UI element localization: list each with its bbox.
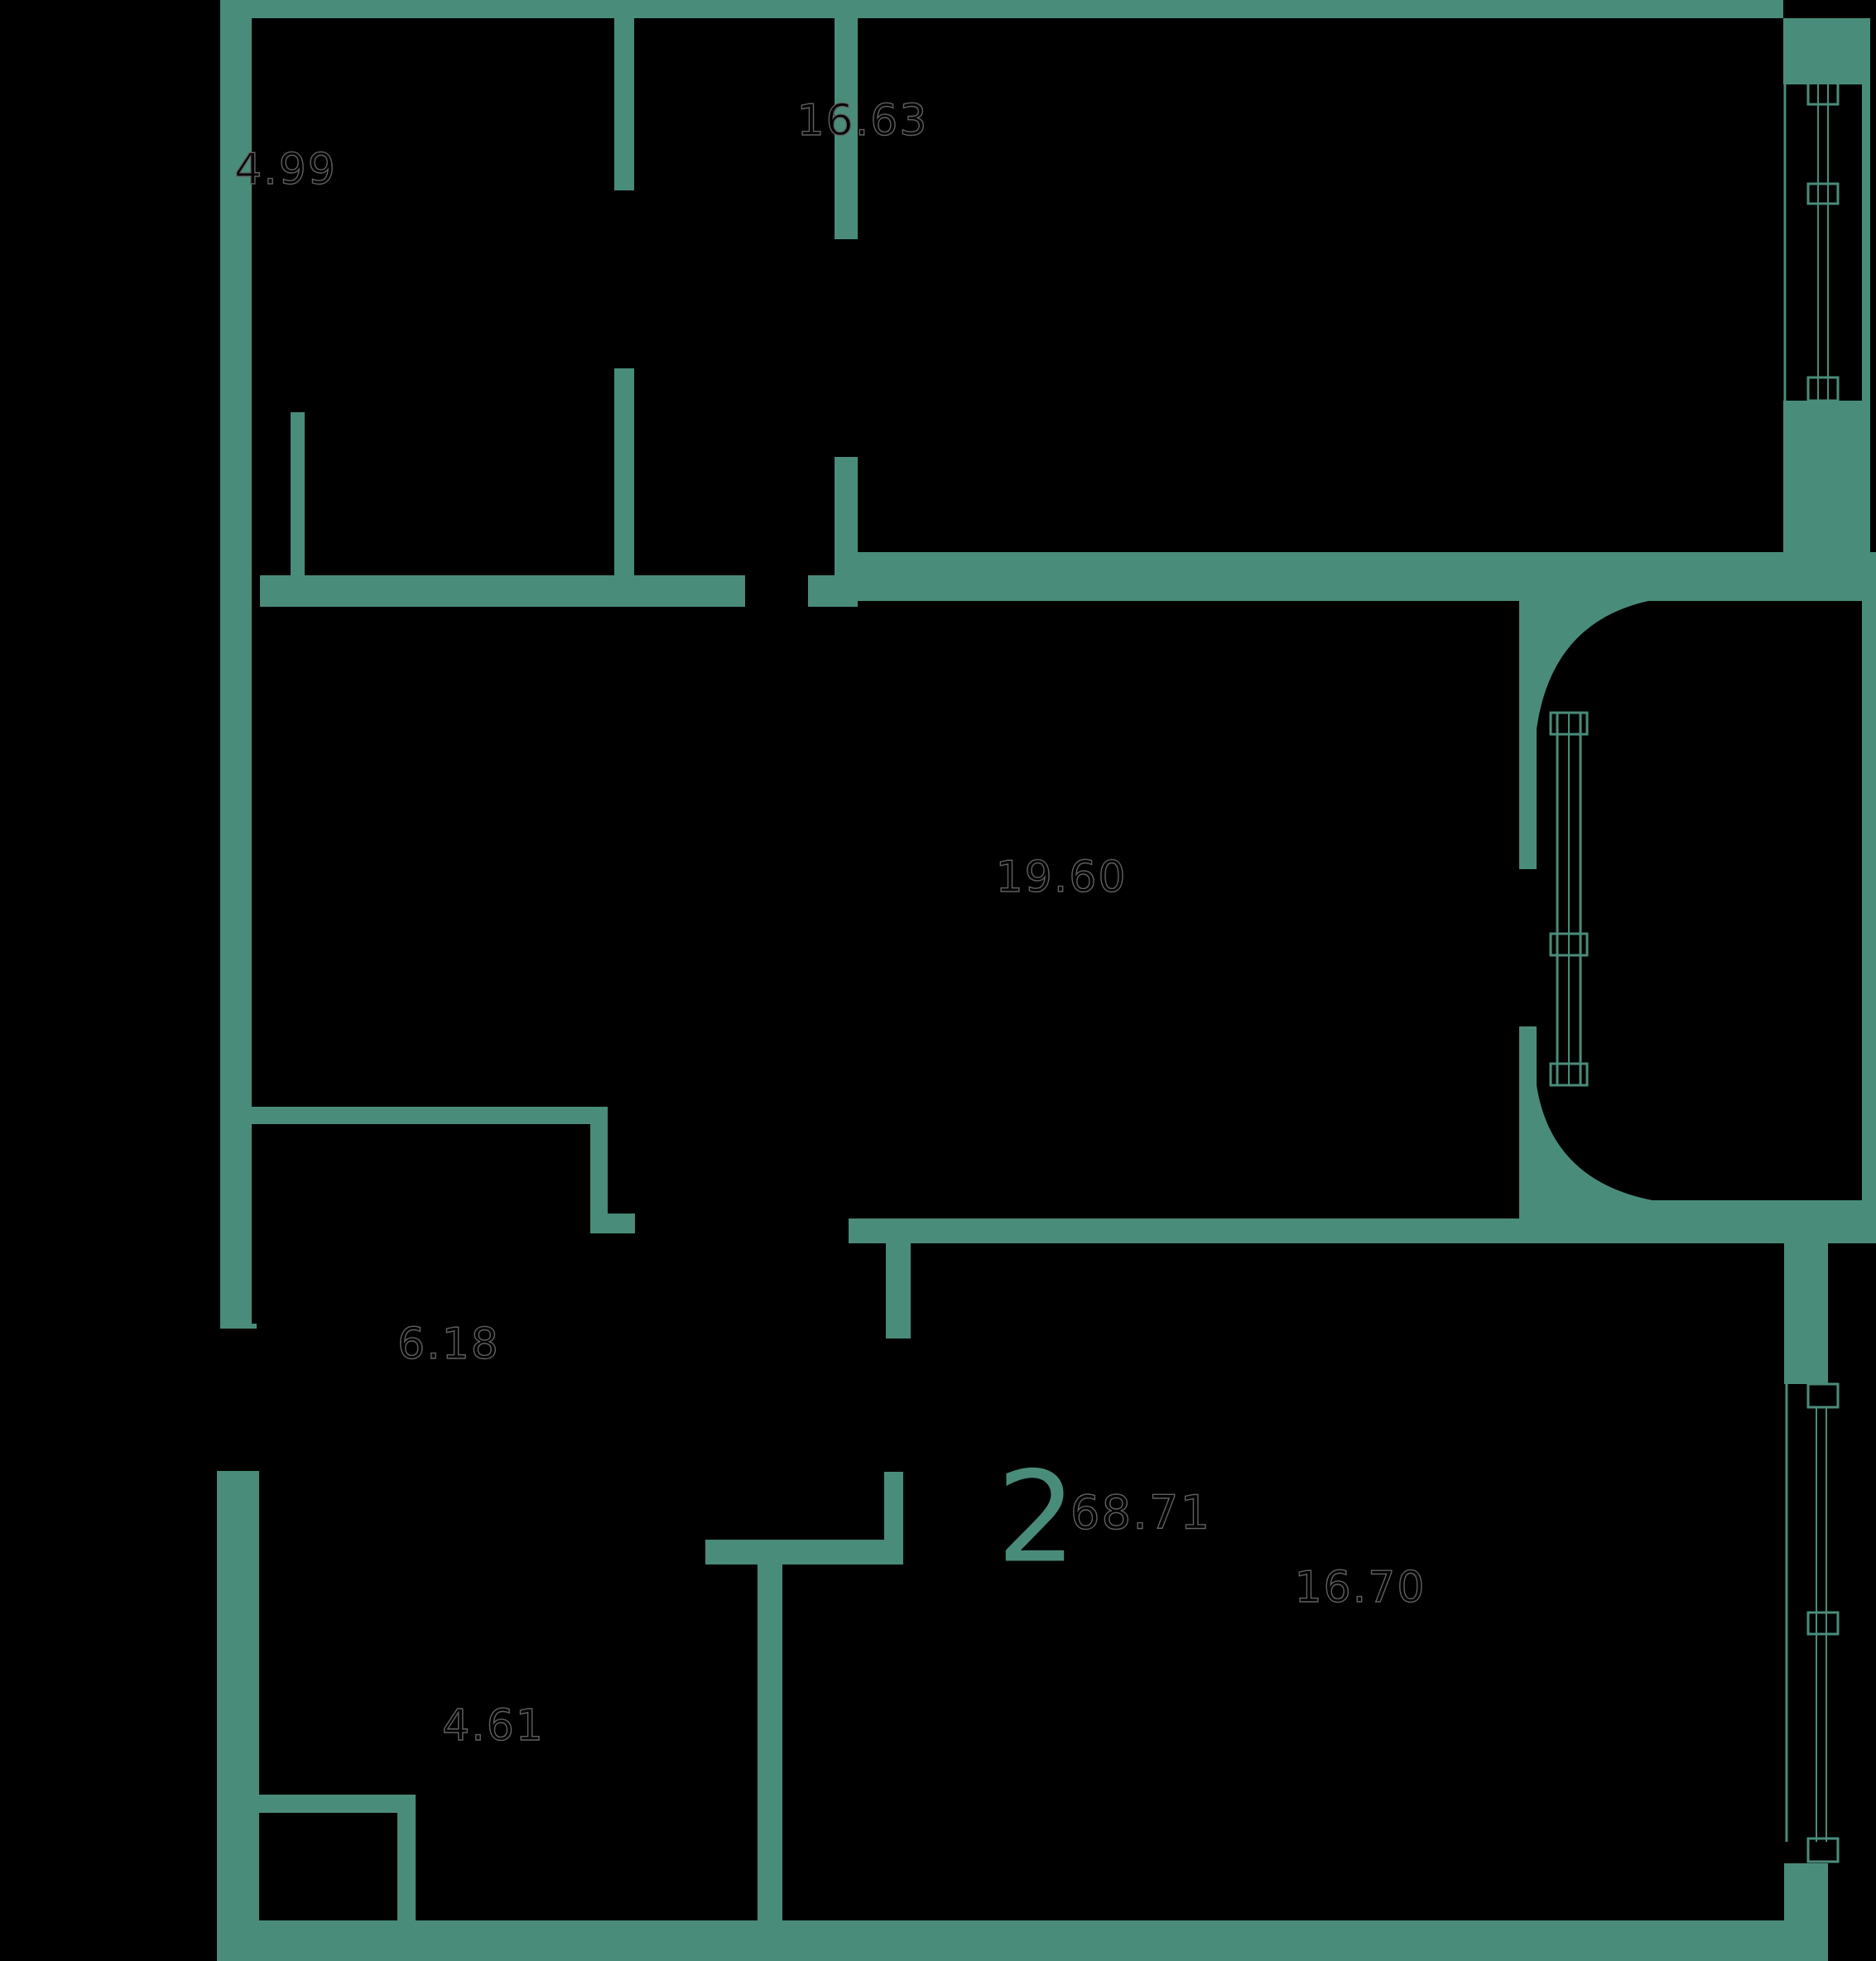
room-area-label-living: 19.60 bbox=[995, 852, 1128, 902]
windows-layer bbox=[1549, 79, 1840, 1863]
apartment-total-area: 68.71 bbox=[1070, 1486, 1212, 1540]
room-area-label-wardrobe: 4.99 bbox=[233, 144, 337, 195]
door-arcs-layer bbox=[1537, 601, 1652, 1200]
apartment-rooms-count: 2 bbox=[996, 1444, 1077, 1591]
walls-layer bbox=[217, 0, 1876, 1961]
room-area-label-bedroom-top: 16.63 bbox=[796, 95, 929, 146]
room-area-label-bathroom: 4.61 bbox=[441, 1700, 545, 1751]
room-area-label-bedroom-bottom: 16.70 bbox=[1294, 1562, 1426, 1613]
room-area-label-hall: 6.18 bbox=[397, 1319, 500, 1369]
